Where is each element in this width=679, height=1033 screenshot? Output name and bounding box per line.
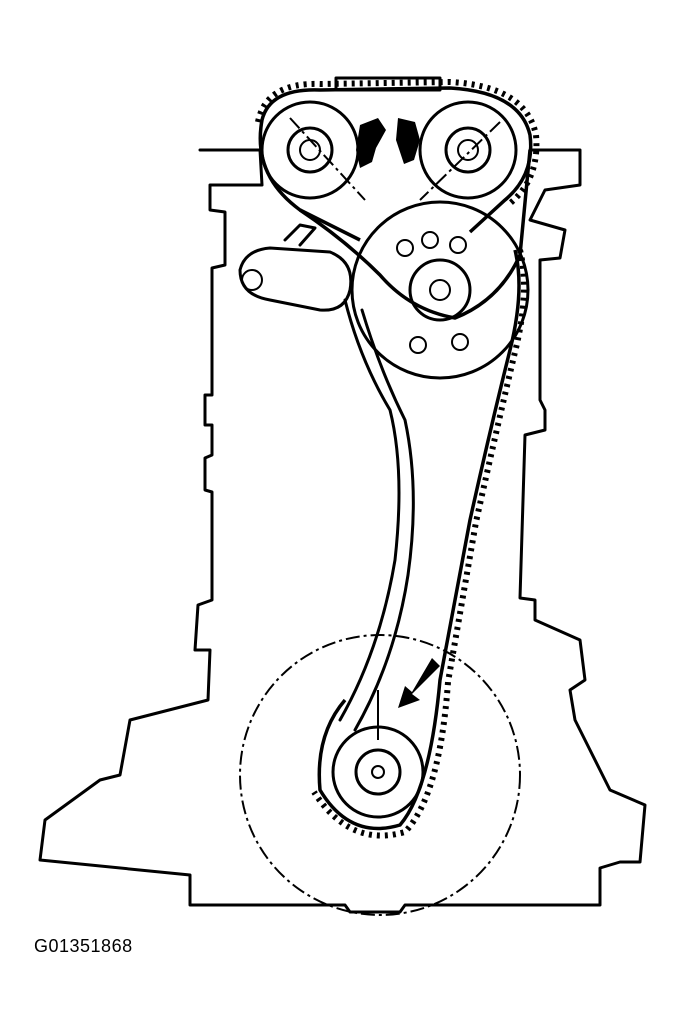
left-cam-bolt — [299, 139, 321, 161]
lower-chain-links — [311, 249, 527, 839]
left-cam-sprocket — [260, 100, 360, 200]
right-cam-timing-mark — [396, 118, 420, 164]
sprocket-hole — [396, 239, 414, 257]
engine-block-outline — [38, 76, 647, 914]
tensioner-arm — [238, 246, 353, 312]
crankshaft-pulley-outline — [239, 634, 521, 916]
left-cam-timing-mark — [356, 118, 386, 168]
right-cam-sprocket — [418, 100, 518, 200]
sprocket-hole — [409, 336, 427, 354]
crankshaft-hub — [354, 748, 402, 796]
intermediate-sprocket-outer — [350, 200, 530, 380]
crossing-chain — [299, 149, 532, 320]
crankshaft-center — [371, 765, 385, 779]
crank-mark-arrow — [398, 658, 440, 708]
chain-guide-left — [338, 298, 415, 732]
sprocket-hole — [421, 231, 439, 249]
sprocket-hole — [449, 236, 467, 254]
intermediate-sprocket-hub — [408, 258, 472, 322]
upper-timing-chain — [258, 86, 533, 242]
right-cam-dash-line — [419, 121, 501, 201]
right-cam-hub — [444, 126, 492, 174]
left-cam-hub — [286, 126, 334, 174]
figure-id-label: G01351868 — [34, 936, 133, 956]
tensioner-plunger — [283, 223, 317, 247]
tensioner-pivot — [241, 269, 263, 291]
intermediate-sprocket-bolt — [429, 279, 451, 301]
left-cam-dash-line — [289, 117, 366, 201]
crankshaft-sprocket — [331, 725, 425, 819]
right-cam-bolt — [457, 139, 479, 161]
lower-timing-chain — [317, 249, 521, 831]
sprocket-hole — [451, 333, 469, 351]
